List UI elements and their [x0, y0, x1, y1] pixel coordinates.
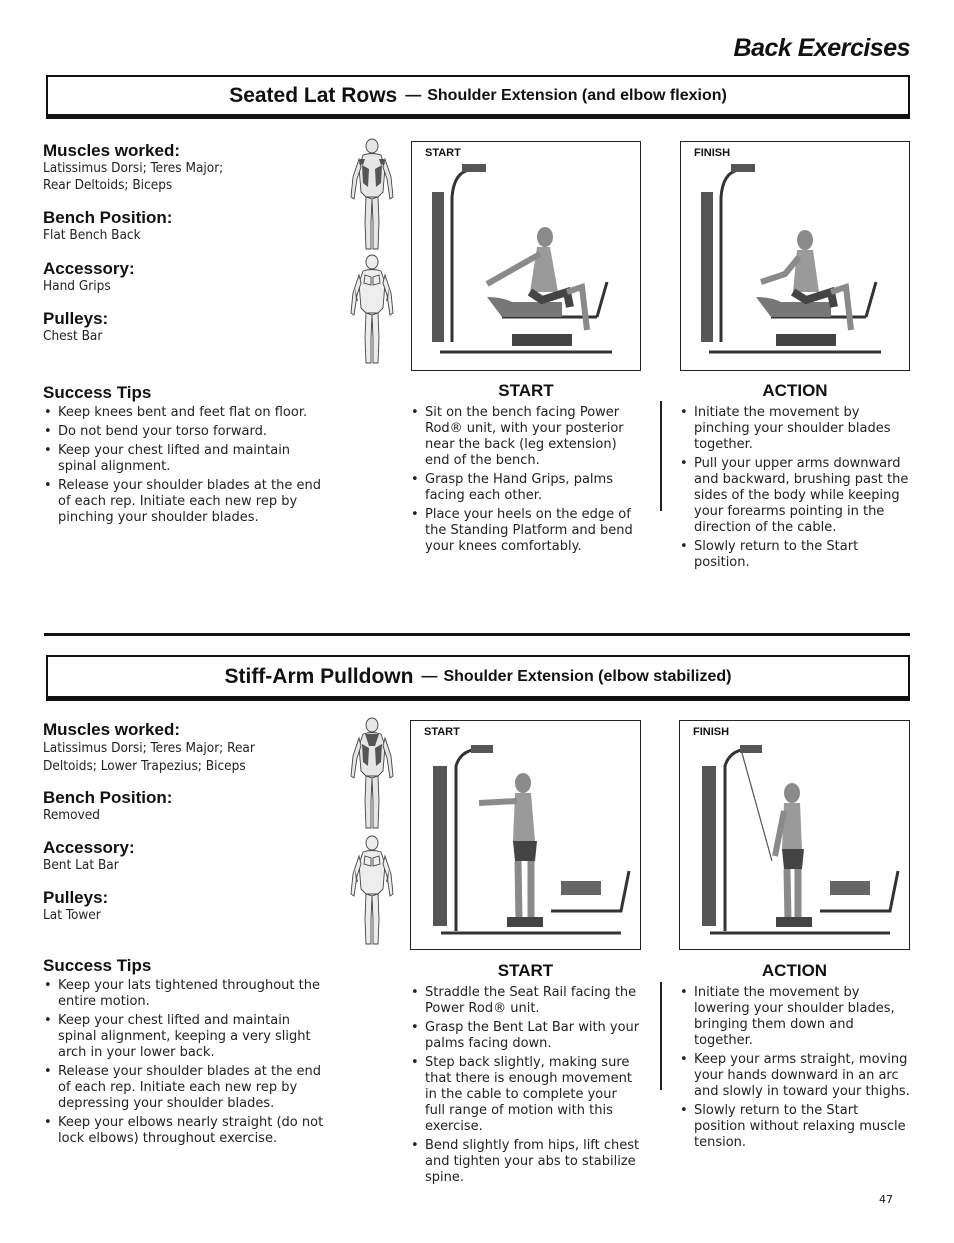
pulldown-start-illustration — [433, 745, 631, 935]
anatomy-front-figure — [350, 835, 394, 945]
list-item: Slowly return to the Start position. — [679, 539, 909, 571]
anatomy-back-figure — [350, 138, 394, 250]
action-title: ACTION — [762, 381, 828, 400]
finish-photo-label: FINISH — [693, 726, 730, 738]
start-title: START — [498, 381, 554, 400]
pulleys-value: Chest Bar — [43, 328, 103, 344]
muscles-value: Latissimus Dorsi; Teres Major; Rear Delt… — [43, 160, 224, 193]
success-tips-list: Keep knees bent and feet flat on floor. … — [43, 405, 328, 529]
list-item: Do not bend your torso forward. — [43, 424, 328, 440]
exercise-subtitle: Shoulder Extension (and elbow flexion) — [427, 86, 727, 104]
success-tips-title: Success Tips — [43, 383, 152, 402]
start-instructions: Sit on the bench facing Power Rod® unit,… — [410, 405, 635, 558]
list-item: Step back slightly, making sure that the… — [410, 1055, 640, 1135]
finish-photo-label: FINISH — [694, 147, 731, 159]
accessory-value: Hand Grips — [43, 278, 111, 294]
exercise-header: Stiff-Arm Pulldown — Shoulder Extension … — [46, 655, 910, 701]
list-item: Grasp the Hand Grips, palms facing each … — [410, 472, 635, 504]
anatomy-front-figure — [350, 254, 394, 364]
muscles-label: Muscles worked: — [43, 720, 180, 739]
list-item: Bend slightly from hips, lift chest and … — [410, 1138, 640, 1186]
start-photo: START — [410, 720, 641, 950]
list-item: Place your heels on the edge of the Stan… — [410, 507, 635, 555]
finish-photo: FINISH — [679, 720, 910, 950]
action-instructions: Initiate the movement by lowering your s… — [679, 985, 911, 1154]
section-divider — [44, 633, 910, 636]
list-item: Keep your lats tightened throughout the … — [43, 978, 328, 1010]
header-dash: — — [421, 667, 438, 685]
list-item: Initiate the movement by lowering your s… — [679, 985, 911, 1049]
bench-value: Removed — [43, 807, 100, 823]
column-divider — [660, 401, 662, 511]
list-item: Release your shoulder blades at the end … — [43, 478, 328, 526]
pulleys-value: Lat Tower — [43, 907, 101, 923]
list-item: Keep your elbows nearly straight (do not… — [43, 1115, 328, 1147]
seated-row-finish-illustration — [701, 164, 881, 354]
muscles-label: Muscles worked: — [43, 141, 180, 160]
accessory-label: Accessory: — [43, 259, 135, 278]
start-photo: START — [411, 141, 641, 371]
muscles-value: Latissimus Dorsi; Teres Major; Rear Delt… — [43, 740, 255, 774]
column-divider — [660, 982, 662, 1090]
list-item: Sit on the bench facing Power Rod® unit,… — [410, 405, 635, 469]
seated-row-start-illustration — [432, 164, 612, 354]
header-dash: — — [405, 86, 422, 104]
list-item: Pull your upper arms downward and backwa… — [679, 456, 909, 536]
anatomy-back-figure — [350, 717, 394, 829]
accessory-label: Accessory: — [43, 838, 135, 857]
list-item: Release your shoulder blades at the end … — [43, 1064, 328, 1112]
action-title: ACTION — [761, 961, 828, 980]
page-title: Back Exercises — [733, 34, 911, 62]
bench-label: Bench Position: — [43, 208, 173, 227]
pulleys-label: Pulleys: — [43, 309, 109, 328]
start-title: START — [497, 961, 554, 980]
list-item: Keep your chest lifted and maintain spin… — [43, 1013, 328, 1061]
exercise-name: Seated Lat Rows — [229, 83, 398, 107]
list-item: Straddle the Seat Rail facing the Power … — [410, 985, 640, 1017]
success-tips-list: Keep your lats tightened throughout the … — [43, 978, 328, 1150]
exercise-header: Seated Lat Rows — Shoulder Extension (an… — [46, 75, 910, 119]
list-item: Keep your arms straight, moving your han… — [679, 1052, 911, 1100]
finish-photo: FINISH — [680, 141, 910, 371]
list-item: Grasp the Bent Lat Bar with your palms f… — [410, 1020, 640, 1052]
start-photo-label: START — [425, 147, 461, 159]
list-item: Slowly return to the Start position with… — [679, 1103, 911, 1151]
bench-value: Flat Bench Back — [43, 227, 141, 243]
list-item: Initiate the movement by pinching your s… — [679, 405, 909, 453]
action-instructions: Initiate the movement by pinching your s… — [679, 405, 909, 574]
success-tips-title: Success Tips — [43, 956, 152, 975]
bench-label: Bench Position: — [43, 788, 173, 807]
list-item: Keep your chest lifted and maintain spin… — [43, 443, 328, 475]
list-item: Keep knees bent and feet flat on floor. — [43, 405, 328, 421]
pulldown-finish-illustration — [702, 745, 900, 935]
start-photo-label: START — [424, 726, 460, 738]
pulleys-label: Pulleys: — [43, 888, 109, 907]
start-instructions: Straddle the Seat Rail facing the Power … — [410, 985, 640, 1189]
exercise-subtitle: Shoulder Extension (elbow stabilized) — [443, 667, 732, 685]
exercise-name: Stiff-Arm Pulldown — [224, 664, 414, 688]
accessory-value: Bent Lat Bar — [43, 857, 119, 873]
page-number: 47 — [879, 1193, 893, 1206]
